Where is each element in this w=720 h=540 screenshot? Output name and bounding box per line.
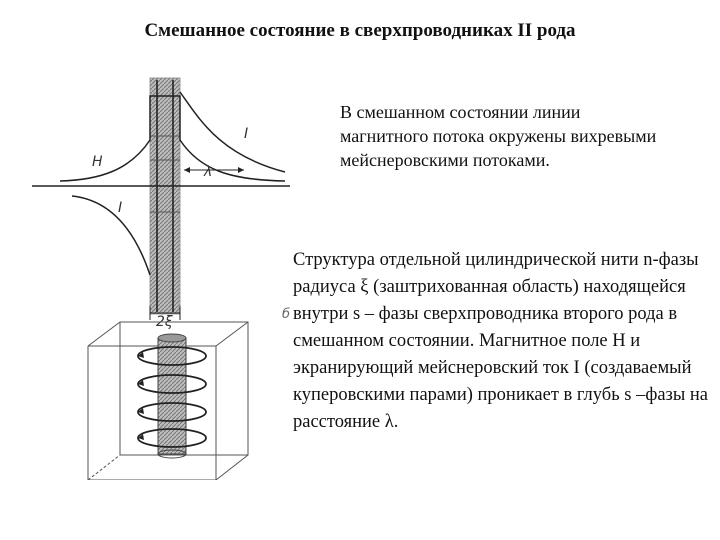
vortex-figure: H I I λ 2ξ б	[32, 77, 290, 480]
label-i-upper: I	[244, 126, 248, 142]
label-lambda: λ	[203, 164, 212, 180]
vortex-core-column	[149, 77, 181, 315]
label-h: H	[92, 154, 103, 170]
paragraph-vortex-intro: В смешанном состоянии линии магнитного п…	[340, 102, 657, 170]
label-b: б	[282, 307, 290, 322]
label-i-lower: I	[118, 200, 122, 216]
current-i-curve-lower	[71, 195, 151, 276]
vortex-box-panel	[87, 321, 249, 480]
paragraph-filament-structure: Структура отдельной цилиндрической нити …	[293, 250, 709, 432]
vortex-cylinder	[157, 337, 187, 455]
slide-title: Смешанное состояние в сверхпроводниках I…	[144, 20, 576, 41]
current-i-curve-upper	[179, 91, 286, 173]
field-profile-panel: H I I λ 2ξ б	[32, 77, 290, 330]
field-h-curve	[59, 95, 286, 182]
